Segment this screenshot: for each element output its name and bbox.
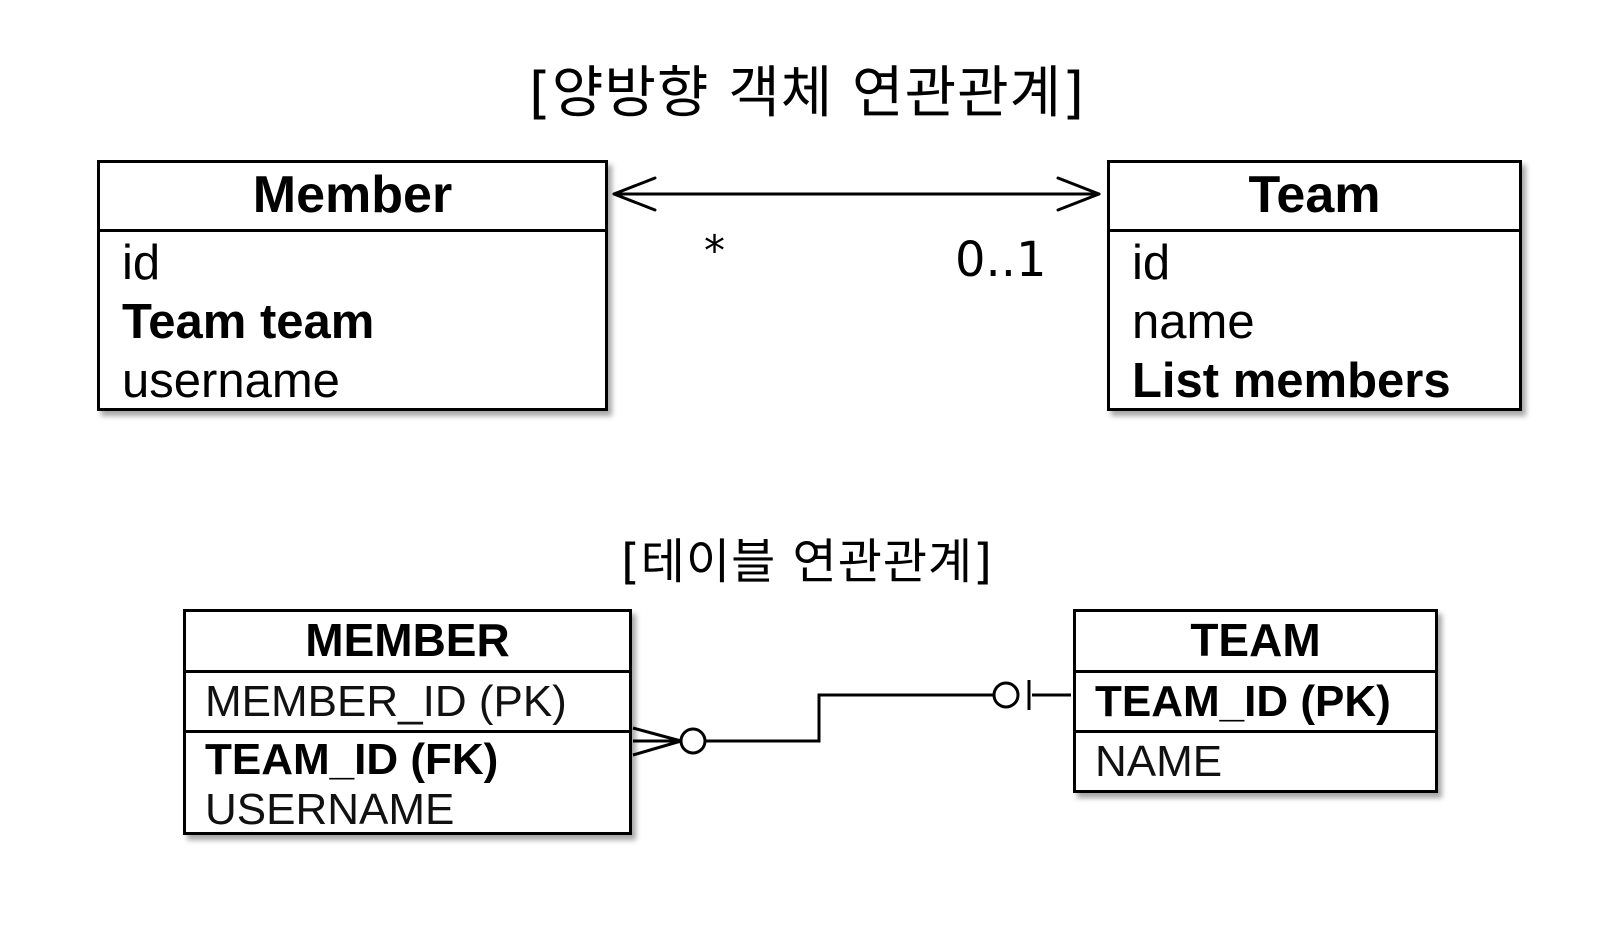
team-field-name: name [1132,295,1255,349]
member-table-username: USERNAME [205,785,455,834]
team-table-columns: NAME [1076,733,1435,789]
member-field-id: id [122,236,161,290]
team-table-name: TEAM [1076,612,1435,673]
zero-circle-member-icon [679,727,707,755]
er-relationship-line [632,680,1071,757]
member-table-name: MEMBER [186,612,629,673]
er-connector-path [706,693,1005,743]
bidirectional-association-arrow [612,176,1101,212]
crows-foot-lower-icon [632,739,682,757]
member-field-team: Team team [122,295,375,349]
arrowhead-left-icon [612,176,657,212]
team-table-pk-section: TEAM_ID (PK) [1076,673,1435,733]
member-class-box: Member id Team team username [97,160,608,411]
team-class-name: Team [1110,163,1519,232]
team-field-members: List members [1132,354,1451,408]
team-table-box: TEAM TEAM_ID (PK) NAME [1073,609,1438,793]
team-multiplicity-label: 0..1 [955,232,1047,288]
team-field-id: id [1132,236,1171,290]
table-relation-title: [테이블 연관관계] [621,534,993,590]
member-table-box: MEMBER MEMBER_ID (PK) TEAM_ID (FK) USERN… [183,609,632,835]
member-table-fk: TEAM_ID (FK) [205,735,499,784]
member-class-fields: id Team team username [100,232,605,411]
team-class-box: Team id name List members [1107,160,1522,411]
member-field-username: username [122,354,340,408]
member-table-columns: TEAM_ID (FK) USERNAME [186,733,629,835]
member-class-name: Member [100,163,605,232]
crows-foot-upper-icon [632,726,682,743]
arrowhead-right-icon [1056,176,1101,212]
team-table-name-column: NAME [1095,737,1223,786]
team-class-fields: id name List members [1110,232,1519,411]
team-table-pk: TEAM_ID (PK) [1095,677,1391,726]
member-table-pk-section: MEMBER_ID (PK) [186,673,629,733]
member-table-pk: MEMBER_ID (PK) [205,677,567,726]
member-multiplicity-label: * [704,226,725,275]
zero-circle-team-icon [992,681,1020,709]
object-relation-title: [양방향 객체 연관관계] [529,61,1085,126]
